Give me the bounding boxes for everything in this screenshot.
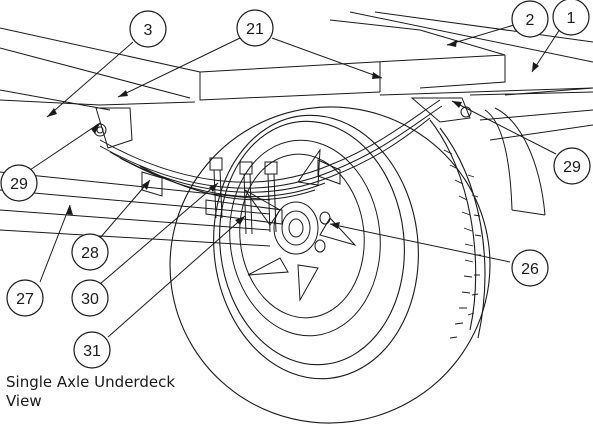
caption-line-1: Single Axle Underdeck [6,373,176,391]
callout-30: 30 [71,279,109,317]
leader-2 [446,24,515,46]
callout-26: 26 [511,249,549,287]
tire [169,106,491,424]
callout-1-label: 1 [567,10,576,27]
leader-26 [329,223,511,263]
leader-lines [29,24,563,338]
callout-2: 2 [511,0,549,38]
leader-3 [46,41,134,118]
callout-3: 3 [129,10,167,48]
callout-28-label: 28 [81,245,99,262]
leader-1 [531,25,563,73]
leader-29b [451,100,557,155]
callouts: 3 21 2 1 29 29 28 27 [0,0,591,369]
spring-hanger-front [93,107,133,149]
caption-line-2: View [6,392,42,410]
leader-30 [99,182,219,285]
diagram-caption: Single Axle Underdeck View [6,373,175,411]
callout-29-right: 29 [553,147,591,185]
callout-1: 1 [552,0,590,36]
leader-27 [39,204,71,283]
leader-21b [271,37,383,79]
callout-2-label: 2 [526,12,535,29]
callout-29-right-label: 29 [563,159,581,176]
callout-27: 27 [6,279,44,317]
callout-21-label: 21 [246,21,264,38]
hub [273,201,331,255]
spring-hanger-rear [410,97,472,123]
leader-28 [99,179,151,239]
leader-arrowheads [47,40,539,229]
spring-clamp [141,159,341,197]
wheel-rim [229,139,381,337]
callout-27-label: 27 [16,291,34,308]
callout-29-left-label: 29 [10,176,28,193]
callout-28: 28 [71,233,109,271]
fender [484,87,593,216]
u-bolts [205,157,283,235]
callout-26-label: 26 [521,261,539,278]
callout-30-label: 30 [81,291,99,308]
leader-21a [117,37,241,98]
leader-29a [29,122,101,171]
callout-31-label: 31 [83,343,101,360]
tire-tread [443,149,482,339]
callout-29-left: 29 [0,164,38,202]
callout-3-label: 3 [144,22,153,39]
leader-31 [107,215,246,338]
callout-31: 31 [73,331,111,369]
deck-frame [0,11,593,141]
callout-21: 21 [236,9,274,47]
